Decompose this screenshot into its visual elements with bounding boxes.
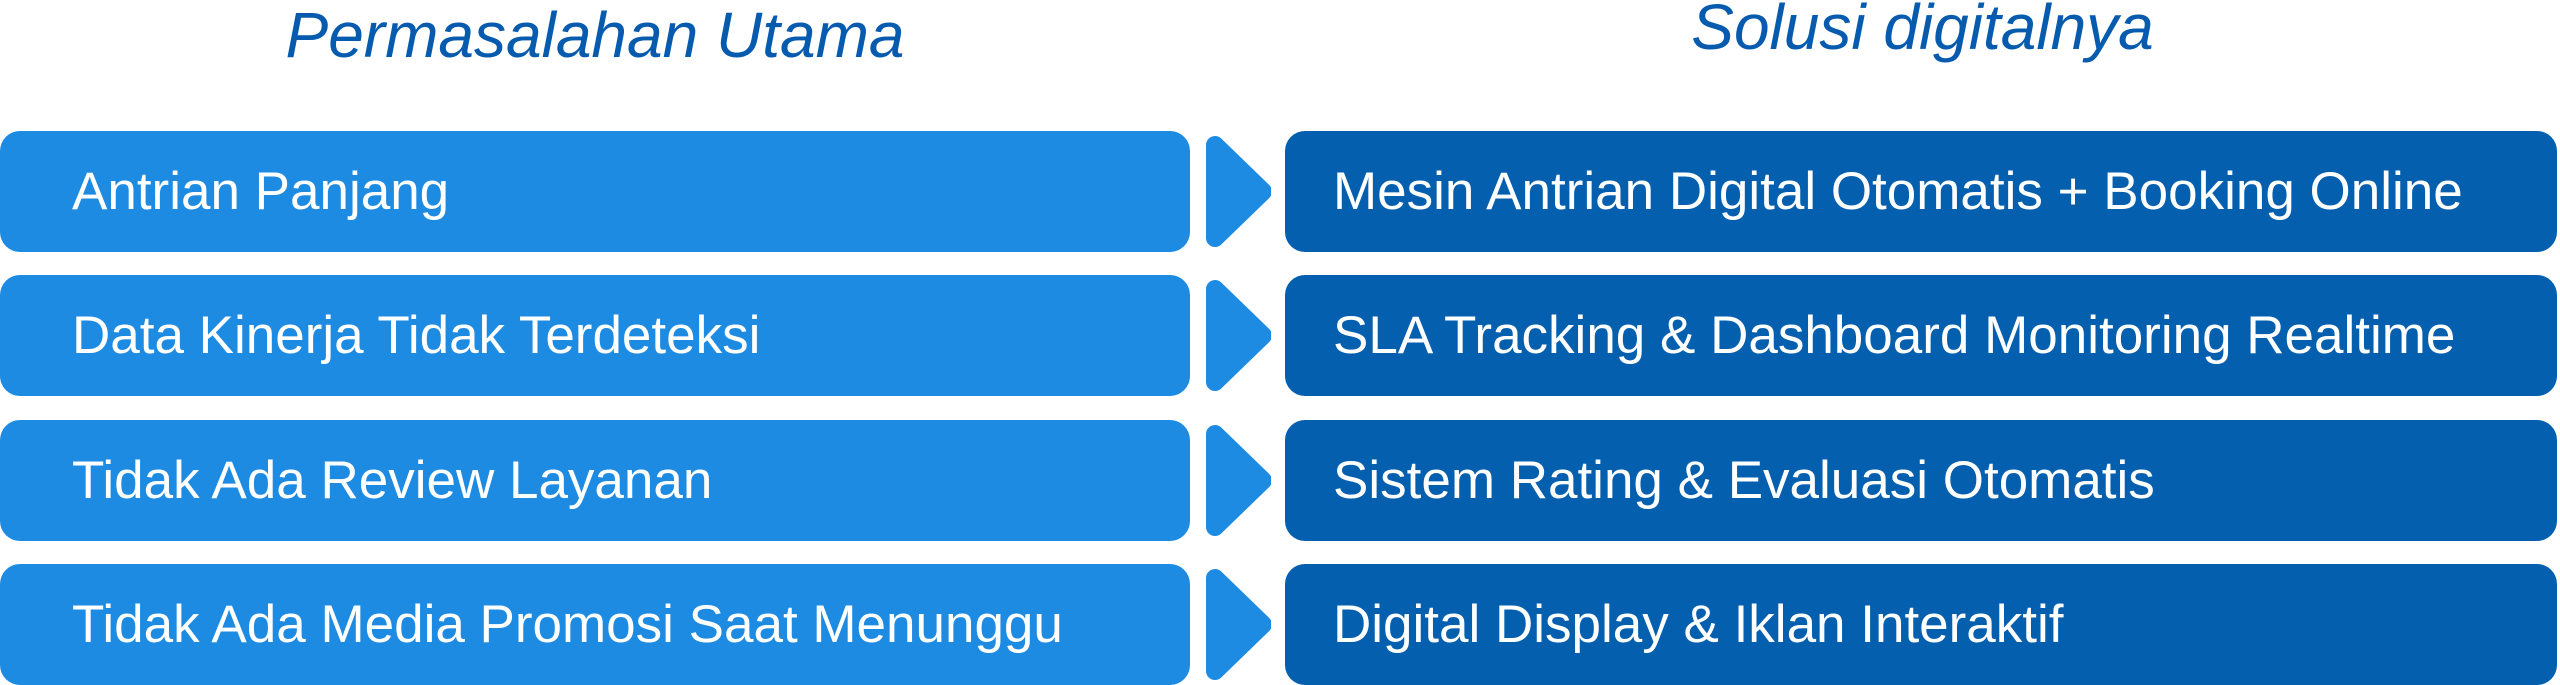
solution-box: Mesin Antrian Digital Otomatis + Booking… (1285, 131, 2557, 252)
problem-box: Antrian Panjang (0, 131, 1190, 252)
problem-box: Tidak Ada Media Promosi Saat Menunggu (0, 564, 1190, 685)
problem-box: Tidak Ada Review Layanan (0, 420, 1190, 541)
problem-solution-row: Tidak Ada Media Promosi Saat Menunggu Di… (0, 564, 2560, 685)
solution-label: Sistem Rating & Evaluasi Otomatis (1333, 451, 2155, 510)
problem-solution-row: Data Kinerja Tidak Terdeteksi SLA Tracki… (0, 275, 2560, 396)
solutions-header: Solusi digitalnya (1691, 0, 2154, 63)
solution-label: Mesin Antrian Digital Otomatis + Booking… (1333, 162, 2463, 221)
solution-label: Digital Display & Iklan Interaktif (1333, 595, 2064, 654)
solution-box: Digital Display & Iklan Interaktif (1285, 564, 2557, 685)
arrow-right-icon (1206, 280, 1271, 391)
problems-header: Permasalahan Utama (285, 0, 905, 71)
problem-solution-row: Antrian Panjang Mesin Antrian Digital Ot… (0, 131, 2560, 252)
problem-label: Tidak Ada Media Promosi Saat Menunggu (72, 595, 1063, 654)
problem-label: Antrian Panjang (72, 162, 450, 221)
arrow-right-icon (1206, 425, 1271, 536)
problem-label: Tidak Ada Review Layanan (72, 451, 713, 510)
solution-box: SLA Tracking & Dashboard Monitoring Real… (1285, 275, 2557, 396)
solution-label: SLA Tracking & Dashboard Monitoring Real… (1333, 306, 2456, 365)
arrow-right-icon (1206, 136, 1271, 247)
solution-box: Sistem Rating & Evaluasi Otomatis (1285, 420, 2557, 541)
problem-solution-row: Tidak Ada Review Layanan Sistem Rating &… (0, 420, 2560, 541)
arrow-right-icon (1206, 569, 1271, 680)
problem-box: Data Kinerja Tidak Terdeteksi (0, 275, 1190, 396)
problem-label: Data Kinerja Tidak Terdeteksi (72, 306, 761, 365)
